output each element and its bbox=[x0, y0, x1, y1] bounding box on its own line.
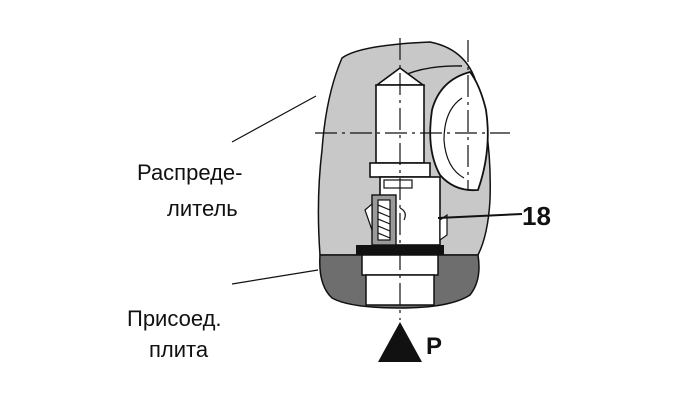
side-notch-right bbox=[439, 213, 448, 242]
side-notch bbox=[364, 202, 373, 231]
part-number-leader bbox=[437, 213, 523, 219]
part-number-label: 18 bbox=[522, 201, 551, 231]
distributor-label-line1: Распреде- bbox=[137, 160, 242, 185]
plate-label-line1: Присоед. bbox=[127, 306, 222, 331]
spring-coils bbox=[377, 204, 391, 239]
distributor-leader bbox=[231, 95, 317, 143]
distributor-label-line2: литель bbox=[167, 196, 238, 221]
plate-label-line2: плита bbox=[149, 337, 209, 362]
pressure-arrow bbox=[378, 322, 422, 362]
side-bore-inner bbox=[443, 97, 465, 179]
pressure-port-label: P bbox=[426, 333, 442, 360]
side-bore bbox=[429, 70, 489, 192]
valve-housing-cap bbox=[383, 179, 413, 189]
small-port bbox=[399, 207, 406, 221]
plate-leader bbox=[231, 269, 319, 285]
